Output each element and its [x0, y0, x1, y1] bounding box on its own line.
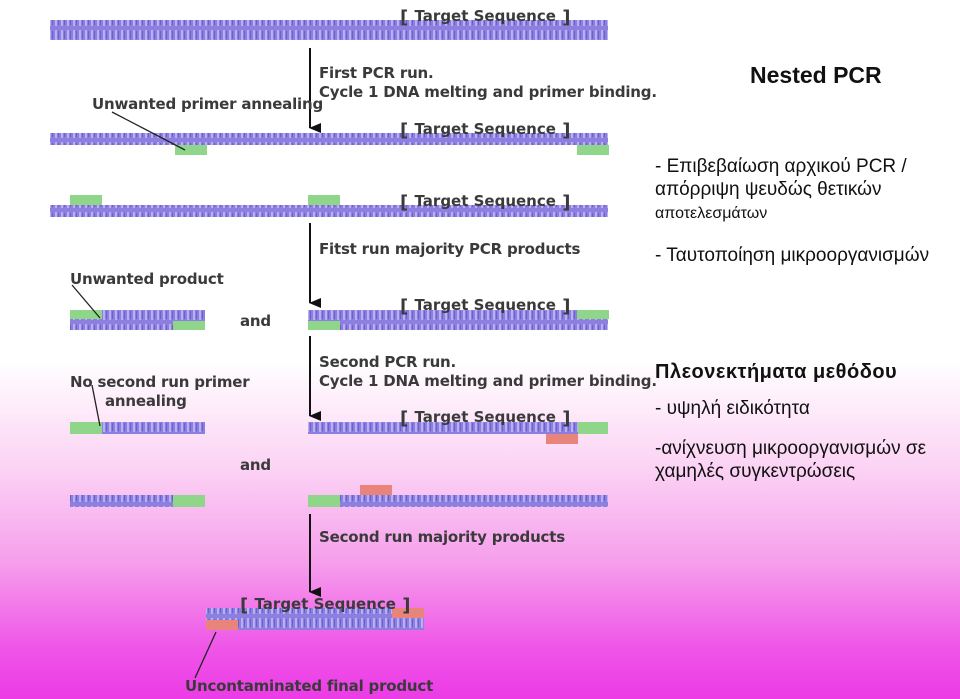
target-sequence-text: Target Sequence — [414, 408, 556, 426]
dna-strand-unwanted-product — [70, 310, 205, 330]
second-pcr-run-label: Second PCR run. — [319, 353, 457, 371]
unwanted-primer-annealing-label: Unwanted primer annealing — [92, 95, 323, 113]
target-sequence-label: [ Target Sequence ] — [400, 296, 571, 317]
dna-strand-melted-b — [50, 205, 608, 217]
side-text-panel: Nested PCR - Επιβεβαίωση αρχικού PCR / α… — [655, 0, 960, 699]
dna-strand-melted-a — [50, 133, 608, 145]
advantage-1: - υψηλή ειδικότητα — [655, 398, 810, 419]
primer-green — [70, 195, 102, 205]
pointer-final-product — [194, 631, 217, 679]
pointer-unwanted-product — [71, 284, 101, 319]
second-run-products-label: Second run majority products — [319, 528, 565, 546]
target-sequence-label: [ Target Sequence ] — [400, 7, 571, 28]
primer-green — [308, 495, 340, 507]
pointer-unwanted-annealing — [111, 111, 186, 151]
bullet1-line3: αποτελεσμάτων — [655, 205, 768, 222]
primer-green — [577, 145, 609, 155]
target-sequence-label: [ Target Sequence ] — [400, 408, 571, 429]
primer-green — [70, 310, 102, 319]
primer-green — [308, 321, 340, 330]
primer-red — [360, 485, 392, 495]
primer-red — [392, 608, 424, 618]
primer-green — [175, 145, 207, 155]
primers — [70, 145, 609, 630]
target-sequence-label: [ Target Sequence ] — [240, 595, 411, 616]
advantages-heading: Πλεονεκτήματα μεθόδου — [655, 361, 898, 383]
primer-green — [577, 310, 609, 319]
dna-strand-top — [50, 20, 608, 40]
primer-red — [206, 620, 238, 630]
primer-red — [546, 434, 578, 444]
primer-green — [308, 195, 340, 205]
target-sequence-text: Target Sequence — [414, 120, 556, 138]
pointer-lines — [71, 111, 217, 679]
advantage-2-line1: -ανίχνευση μικροοργανισμών σε — [655, 438, 927, 459]
bullet1-line1: - Επιβεβαίωση αρχικού PCR / — [655, 156, 907, 177]
target-sequence-text: Target Sequence — [414, 7, 556, 25]
dna-strand-first-product — [308, 310, 608, 330]
primer-green — [578, 422, 608, 434]
no-second-run-primer-label: No second run primer — [70, 373, 250, 391]
dna-strands — [50, 20, 608, 630]
and-label: and — [240, 312, 271, 330]
target-sequence-text: Target Sequence — [414, 192, 556, 210]
dna-strand-second-b — [308, 495, 608, 507]
cycle1-melting-label-2: Cycle 1 DNA melting and primer binding. — [319, 372, 657, 390]
cycle1-melting-label: Cycle 1 DNA melting and primer binding. — [319, 83, 657, 101]
dna-strand-final — [206, 608, 424, 630]
dna-strand-second-a — [308, 422, 608, 434]
uncontaminated-final-label: Uncontaminated final product — [185, 677, 434, 695]
dna-strand-no-anneal-b — [70, 495, 205, 507]
nested-pcr-diagram — [50, 20, 609, 679]
target-sequence-text: Target Sequence — [254, 595, 396, 613]
bullet2: - Ταυτοποίηση μικροοργανισμών — [655, 245, 930, 266]
primer-green — [173, 495, 205, 507]
advantage-2-line2: χαμηλές συγκεντρώσεις — [655, 461, 856, 482]
bullet1-line2: απόρριψη ψευδώς θετικών — [655, 179, 882, 200]
primer-green — [173, 321, 205, 330]
first-run-products-label: Fitst run majority PCR products — [319, 240, 581, 258]
and-label-2: and — [240, 456, 271, 474]
target-sequence-text: Target Sequence — [414, 296, 556, 314]
unwanted-product-label: Unwanted product — [70, 270, 224, 288]
no-second-run-annealing-label: annealing — [105, 392, 187, 410]
slide-title: Nested PCR — [750, 62, 882, 88]
target-sequence-label: [ Target Sequence ] — [400, 120, 571, 141]
dna-strand-no-anneal — [70, 422, 205, 434]
target-sequence-label: [ Target Sequence ] — [400, 192, 571, 213]
pointer-no-annealing — [91, 384, 101, 427]
primer-green — [70, 422, 102, 434]
first-pcr-run-label: First PCR run. — [319, 64, 434, 82]
